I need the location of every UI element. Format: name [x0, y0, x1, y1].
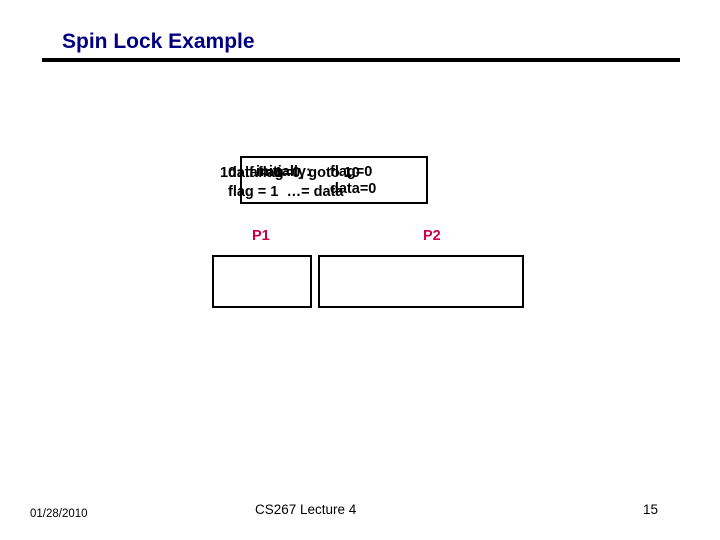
p2-code-line-1: 10: if flag=0, goto 10	[220, 165, 360, 181]
initial-state-box	[240, 156, 428, 204]
p2-code-line-2: …= data	[286, 184, 344, 200]
p2-code-text: 10: if flag=0, goto 10 …= data	[212, 164, 418, 202]
title-divider	[42, 58, 680, 62]
initial-values: flag=0 data=0	[330, 164, 377, 197]
footer-date: 01/28/2010	[30, 508, 88, 520]
initially-label: initially:	[256, 164, 311, 180]
p1-code-text: data = 1 flag = 1	[228, 165, 283, 200]
p1-code-box	[212, 255, 312, 308]
p2-code-box	[318, 255, 524, 308]
process-label-p1: P1	[252, 228, 270, 244]
footer-page-number: 15	[643, 502, 659, 517]
footer-lecture-title: CS267 Lecture 4	[255, 502, 357, 517]
page-title: Spin Lock Example	[62, 30, 255, 53]
process-label-p2: P2	[423, 228, 441, 244]
